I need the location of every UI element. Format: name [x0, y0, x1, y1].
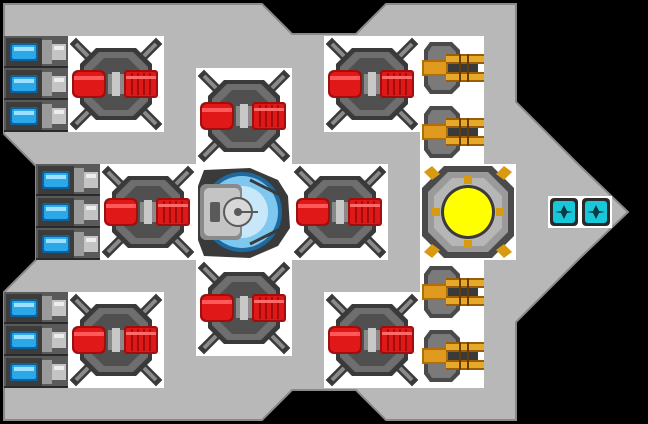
thruster-top-left[interactable]: [68, 36, 164, 132]
gun-2[interactable]: [419, 99, 485, 165]
gun-3[interactable]: [419, 259, 485, 325]
command-cockpit[interactable]: [196, 164, 292, 260]
thruster-bottom-left[interactable]: [68, 292, 164, 388]
thruster-top-right[interactable]: [324, 36, 420, 132]
battery-bank-bottom[interactable]: [4, 292, 68, 388]
gun-1[interactable]: [419, 35, 485, 101]
thruster-bottom-center[interactable]: [196, 260, 292, 356]
gun-4[interactable]: [419, 323, 485, 389]
battery-bank-top[interactable]: [4, 36, 68, 132]
battery-bank-middle[interactable]: [36, 164, 100, 260]
thruster-bottom-right[interactable]: [324, 292, 420, 388]
sensor-1[interactable]: [548, 196, 580, 228]
thruster-mid-left[interactable]: [100, 164, 196, 260]
thruster-top-center[interactable]: [196, 68, 292, 164]
sensor-2[interactable]: [580, 196, 612, 228]
reactor-core[interactable]: [420, 164, 516, 260]
thruster-mid-right[interactable]: [292, 164, 388, 260]
